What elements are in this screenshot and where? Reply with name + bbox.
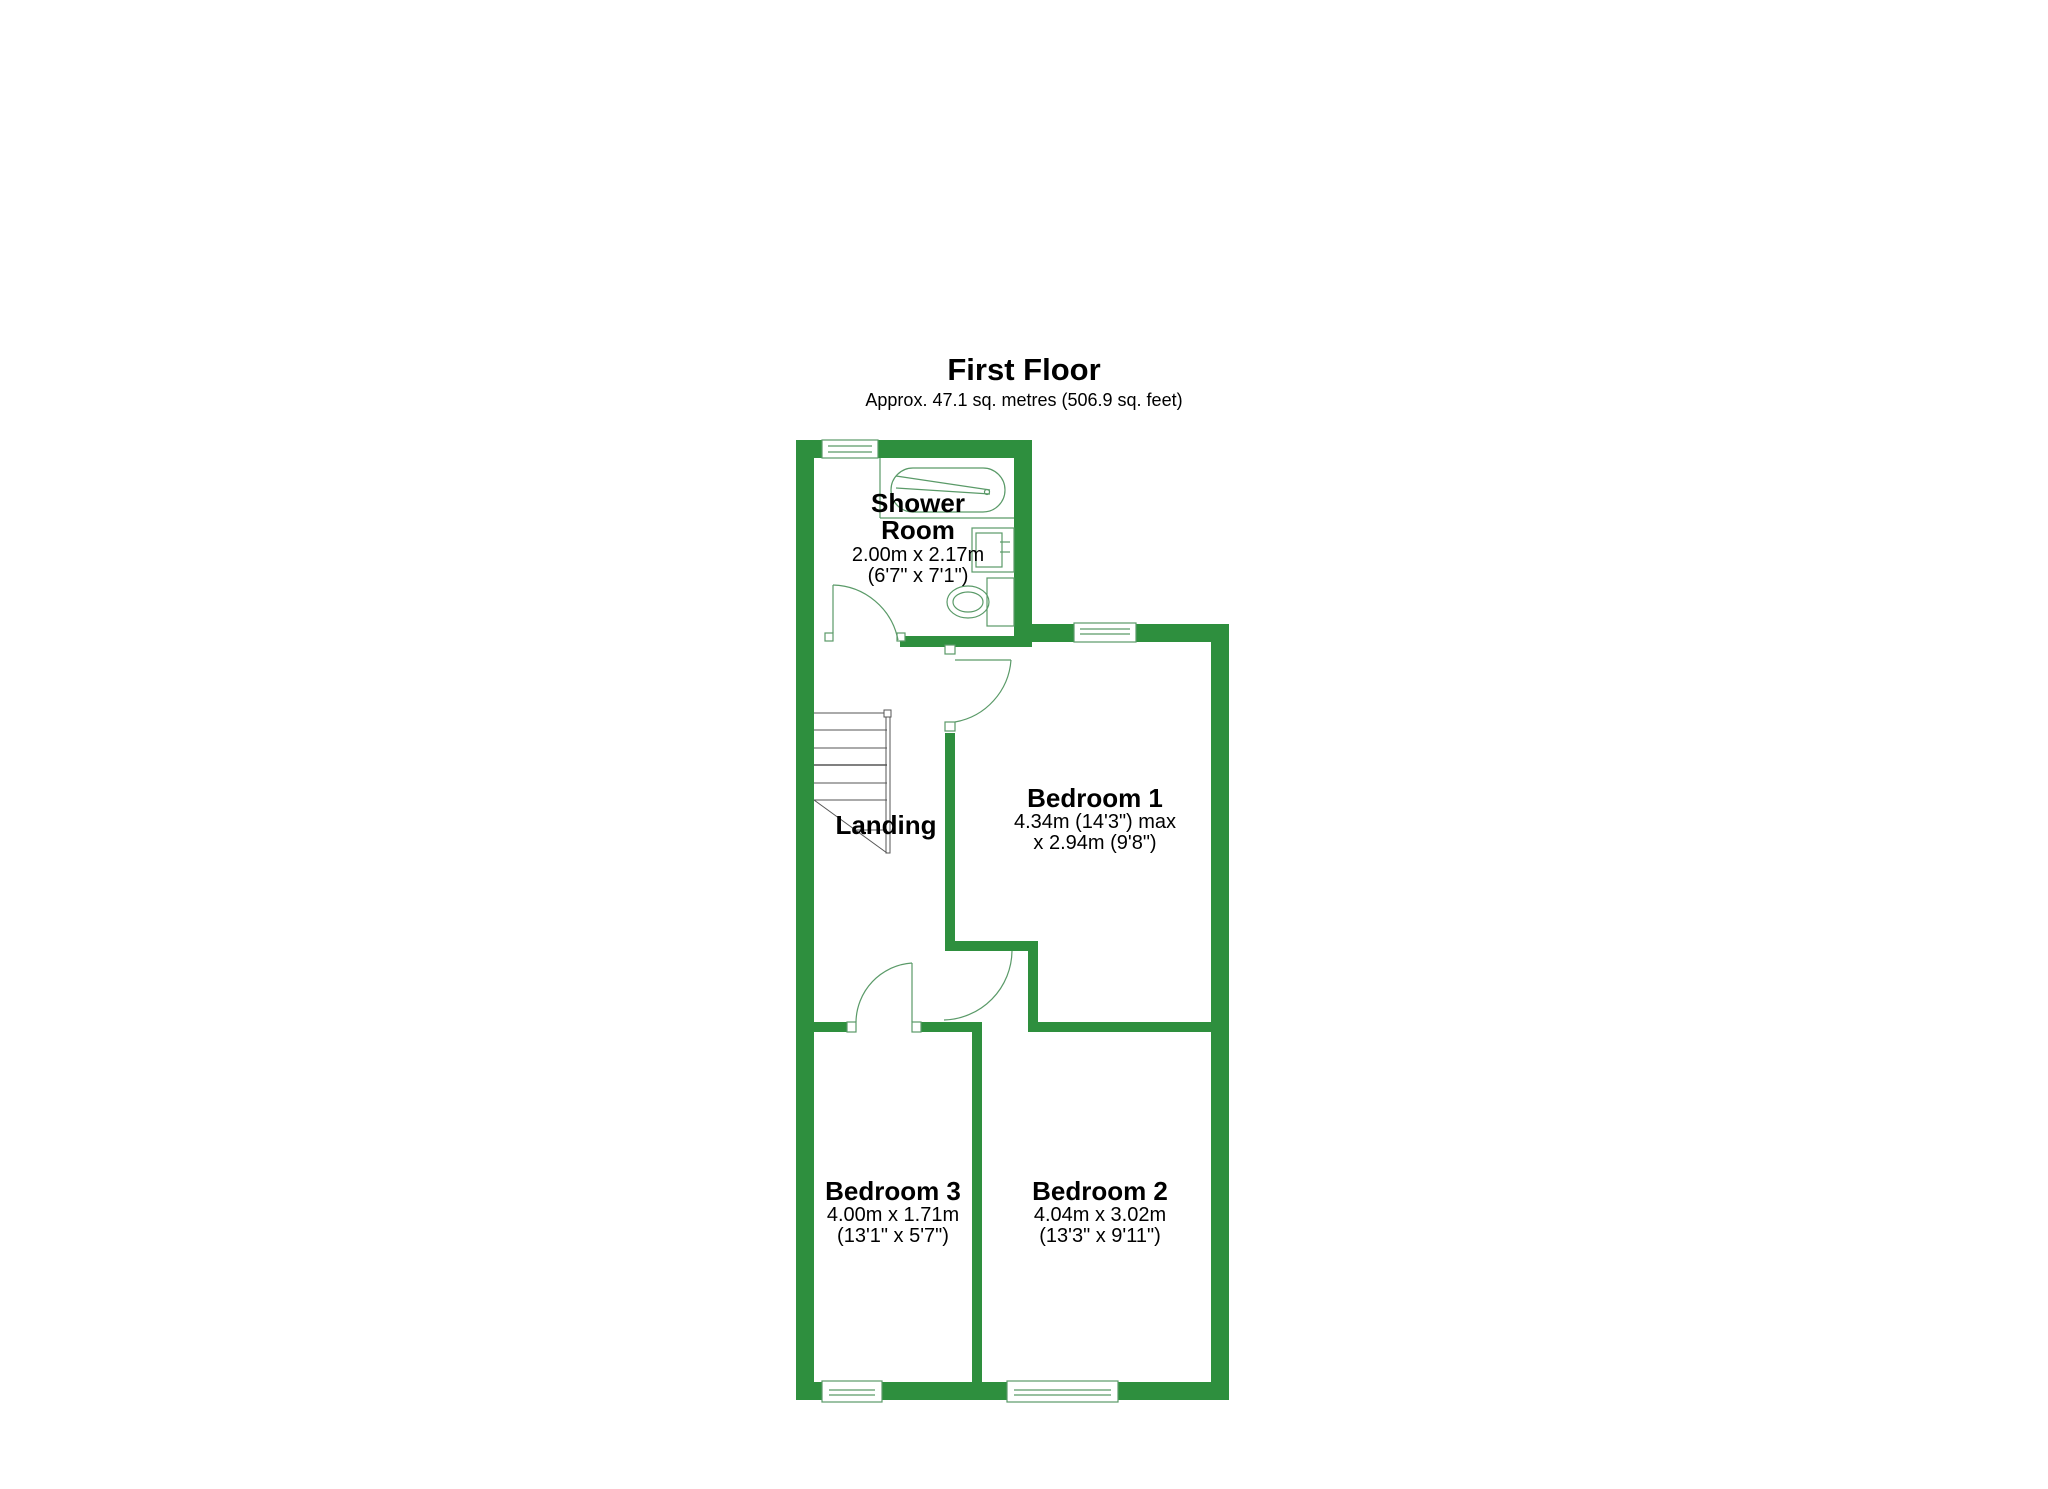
room-dimensions: 4.00m x 1.71m: [826, 1204, 960, 1227]
room-name: Bedroom 1: [1027, 783, 1163, 813]
floor-area: Approx. 47.1 sq. metres (506.9 sq. feet): [865, 390, 1183, 410]
stairs: [813, 709, 892, 854]
room-landing: Landing: [818, 810, 954, 840]
room-name: Bedroom 3: [825, 1176, 961, 1206]
room-name: Bedroom 2: [1032, 1176, 1168, 1206]
room-name: Shower: [871, 488, 965, 518]
room-dimensions: (6'7" x 7'1"): [867, 564, 969, 587]
room-bedroom-1: Bedroom 1 4.34m (14'3") max x 2.94m (9'8…: [975, 783, 1215, 855]
room-dimensions: 4.04m x 3.02m: [1033, 1204, 1167, 1227]
room-dimensions: 4.34m (14'3") max: [1013, 811, 1177, 834]
room-name: Room: [881, 515, 955, 546]
fixtures: [821, 439, 1137, 1403]
room-dimensions: (13'3" x 9'11"): [1039, 1225, 1161, 1248]
room-dimensions: 2.00m x 2.17m: [851, 543, 985, 566]
room-shower-room: Shower Room 2.00m x 2.17m (6'7" x 7'1"): [838, 488, 998, 587]
room-bedroom-3: Bedroom 3 4.00m x 1.71m (13'1" x 5'7"): [812, 1176, 974, 1248]
floor-title: First Floor: [947, 352, 1101, 387]
room-dimensions: (13'1" x 5'7"): [837, 1225, 949, 1248]
room-dimensions: x 2.94m (9'8"): [1033, 832, 1157, 855]
room-name: Landing: [835, 810, 937, 840]
room-bedroom-2: Bedroom 2 4.04m x 3.02m (13'3" x 9'11"): [990, 1176, 1210, 1248]
